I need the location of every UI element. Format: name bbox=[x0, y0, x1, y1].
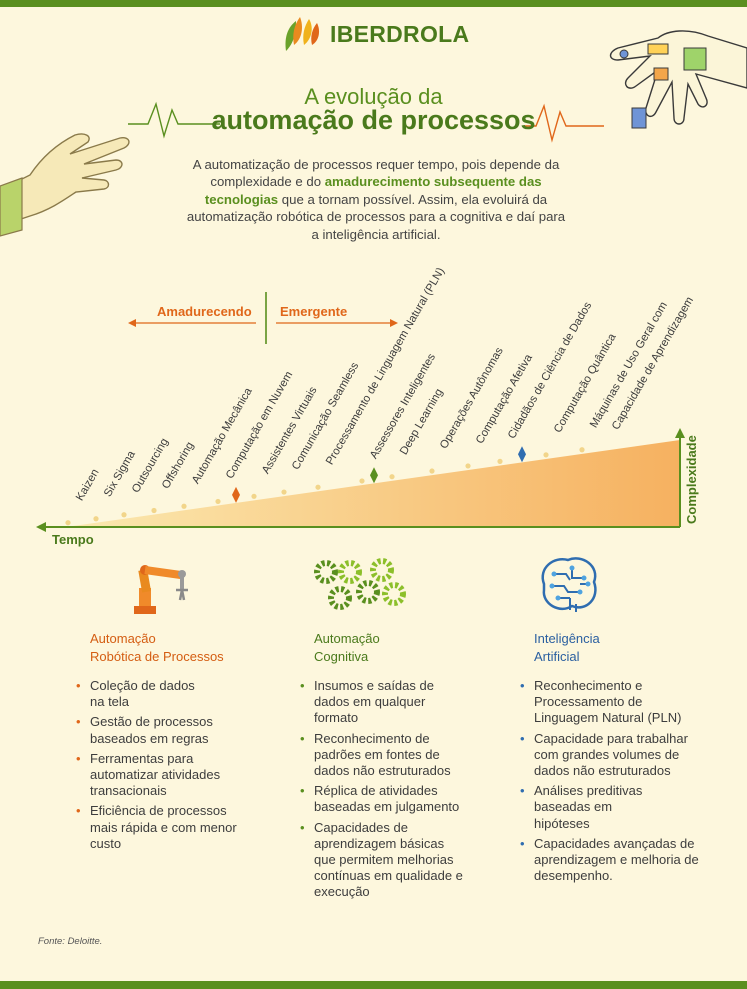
column-title-line: Automação bbox=[314, 631, 380, 646]
column-title-line: Cognitiva bbox=[314, 649, 369, 664]
technology-marker bbox=[497, 458, 503, 464]
column-title-line: Robótica de Processos bbox=[90, 649, 224, 664]
list-item: Capacidade para trabalhar com grandes vo… bbox=[520, 731, 694, 780]
title-line-1: A evolução da bbox=[304, 84, 443, 109]
circuit-brain-icon bbox=[541, 557, 597, 612]
top-bar bbox=[0, 0, 747, 7]
column-title: Inteligência Artificial bbox=[534, 630, 710, 666]
feature-list: Coleção de dados na tela Gestão de proce… bbox=[76, 678, 266, 852]
technology-marker bbox=[281, 489, 287, 495]
intro-text-2: que a tornam possível. Assim, ela evolui… bbox=[186, 191, 566, 242]
column-title: Automação Robótica de Processos bbox=[90, 630, 266, 666]
bottom-bar bbox=[0, 981, 747, 989]
emerging-label: Emergente bbox=[280, 304, 348, 319]
technology-marker bbox=[65, 520, 71, 526]
maturing-label: Amadurecendo bbox=[157, 304, 252, 319]
list-item: Reconhecimento e Processamento de Lingua… bbox=[520, 678, 702, 727]
x-axis-label: Tempo bbox=[52, 532, 94, 547]
intro-text-1: A automatização de processos requer temp… bbox=[192, 157, 560, 190]
leaf-drops-icon bbox=[285, 17, 320, 51]
technology-marker bbox=[121, 512, 127, 518]
brand-name: IBERDROLA bbox=[330, 20, 470, 47]
technology-marker bbox=[543, 452, 549, 458]
pulse-line-right bbox=[524, 103, 604, 143]
column-title-line: Automação bbox=[90, 631, 156, 646]
column-title-line: Artificial bbox=[534, 649, 580, 664]
list-item: Réplica de atividades baseadas em julgam… bbox=[300, 783, 476, 815]
technology-markers bbox=[65, 446, 585, 526]
column-rpa: Automação Robótica de Processos Coleção … bbox=[76, 630, 266, 856]
list-item: Insumos e saídas de dados em qualquer fo… bbox=[300, 678, 460, 727]
list-item: Capacidades avançadas de aprendizagem e … bbox=[520, 836, 706, 885]
column-title: Automação Cognitiva bbox=[314, 630, 476, 666]
column-ai: Inteligência Artificial Reconhecimento e… bbox=[520, 630, 710, 888]
pulse-line-left bbox=[128, 101, 220, 139]
milestone-diamond bbox=[370, 467, 378, 484]
feature-list: Reconhecimento e Processamento de Lingua… bbox=[520, 678, 710, 884]
technology-marker bbox=[315, 484, 321, 490]
technology-marker bbox=[251, 493, 257, 499]
technology-marker bbox=[151, 507, 157, 514]
technology-marker bbox=[359, 478, 365, 484]
technology-marker bbox=[181, 503, 187, 509]
technology-marker bbox=[389, 474, 395, 480]
iberdrola-logo: IBERDROLA bbox=[282, 14, 469, 54]
technology-marker bbox=[215, 498, 221, 505]
feature-list: Insumos e saídas de dados em qualquer fo… bbox=[300, 678, 476, 901]
direction-arrows bbox=[128, 292, 398, 344]
intro-paragraph: A automatização de processos requer temp… bbox=[186, 156, 566, 243]
list-item: Coleção de dados na tela bbox=[76, 678, 210, 710]
technology-marker bbox=[429, 468, 435, 474]
human-hand-icon bbox=[0, 133, 130, 237]
y-axis-label: Complexidade bbox=[684, 435, 699, 524]
list-item: Análises preditivas baseadas em hipótese… bbox=[520, 783, 670, 832]
technology-marker bbox=[579, 447, 585, 453]
source-note: Fonte: Deloitte. bbox=[38, 936, 103, 947]
milestone-diamond bbox=[232, 486, 240, 503]
list-item: Reconhecimento de padrões em fontes de d… bbox=[300, 731, 464, 780]
robot-hand-icon bbox=[609, 30, 747, 129]
technology-marker bbox=[465, 463, 471, 469]
page-title: automação de processos bbox=[211, 105, 536, 135]
complexity-ramp bbox=[36, 428, 685, 532]
gears-icon bbox=[314, 558, 406, 610]
list-item: Eficiência de processos mais rápida e co… bbox=[76, 803, 246, 852]
list-item: Gestão de processos baseados em regras bbox=[76, 714, 240, 746]
intro-emphasis: amadurecimento subsequente das tecnologi… bbox=[204, 174, 542, 207]
column-title-line: Inteligência bbox=[534, 631, 600, 646]
list-item: Capacidades de aprendizagem básicas que … bbox=[300, 820, 464, 901]
column-cognitive: Automação Cognitiva Insumos e saídas de … bbox=[300, 630, 476, 905]
milestone-diamond bbox=[518, 446, 526, 463]
technology-marker bbox=[93, 516, 99, 522]
robotic-arm-icon bbox=[134, 565, 188, 614]
list-item: Ferramentas para automatizar atividades … bbox=[76, 751, 254, 800]
